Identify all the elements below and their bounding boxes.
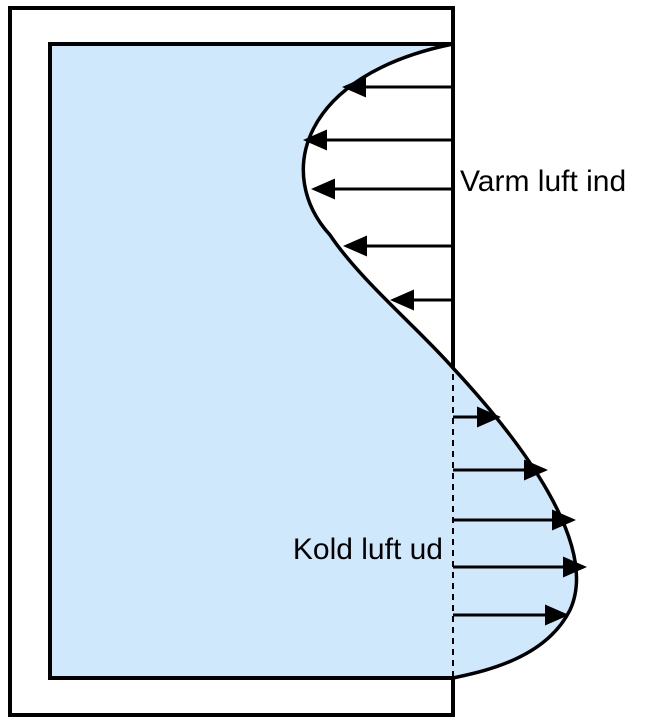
outflow-arrows <box>453 406 587 626</box>
room-interior <box>50 44 577 678</box>
cold-air-label: Kold luft ud <box>293 533 443 566</box>
warm-air-label: Varm luft ind <box>460 165 626 198</box>
room-border <box>48 42 453 680</box>
inflow-arrows <box>303 76 453 311</box>
